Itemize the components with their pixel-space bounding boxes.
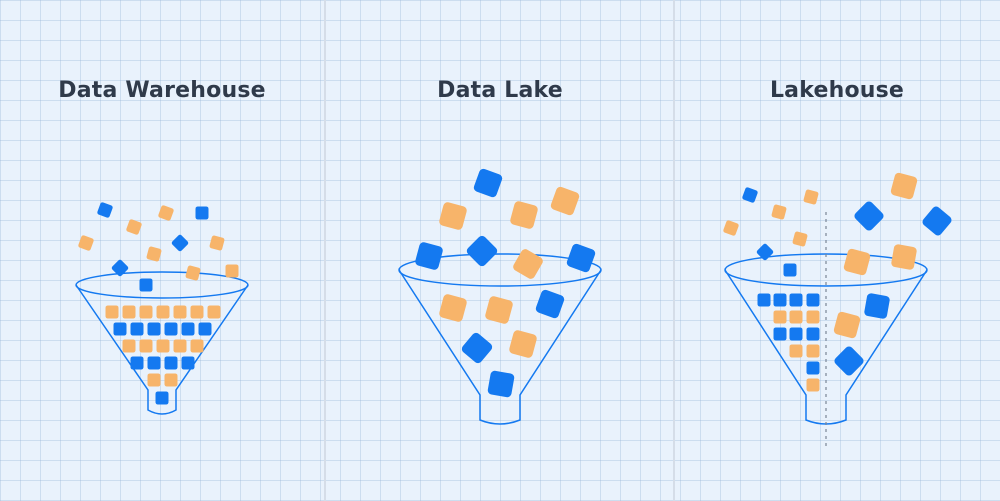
warehouse-ordered-block-0-1 — [122, 305, 136, 319]
divider-right — [673, 0, 675, 501]
lake-block-4 — [415, 242, 443, 270]
lakehouse-ordered-block-0-2 — [789, 293, 803, 307]
panel-title-data-warehouse: Data Warehouse — [58, 78, 266, 103]
warehouse-falling-block-8 — [111, 259, 129, 277]
panel-title-lakehouse: Lakehouse — [769, 78, 905, 103]
lake-block-13 — [487, 370, 515, 398]
lakehouse-large-block-3 — [843, 248, 871, 276]
lakehouse-falling-block-6 — [783, 263, 797, 277]
warehouse-falling-block-0 — [97, 202, 113, 218]
lakehouse-ordered-block-2-2 — [806, 327, 820, 341]
warehouse-ordered-block-2-0 — [122, 339, 136, 353]
warehouse-ordered-block-2-2 — [156, 339, 170, 353]
warehouse-falling-block-9 — [185, 265, 201, 281]
lake-block-9 — [485, 296, 513, 324]
warehouse-ordered-block-0-0 — [105, 305, 119, 319]
warehouse-ordered-block-2-4 — [190, 339, 204, 353]
lake-block-1 — [550, 186, 580, 216]
warehouse-ordered-block-5-0 — [155, 391, 169, 405]
warehouse-falling-block-11 — [139, 278, 153, 292]
lake-block-8 — [439, 294, 467, 322]
warehouse-ordered-block-4-0 — [147, 373, 161, 387]
warehouse-ordered-block-3-0 — [130, 356, 144, 370]
lakehouse-ordered-block-5-0 — [806, 378, 820, 392]
lakehouse-falling-block-4 — [792, 231, 808, 247]
lakehouse-large-block-6 — [833, 311, 861, 339]
warehouse-ordered-block-0-2 — [139, 305, 153, 319]
warehouse-falling-block-6 — [171, 234, 189, 252]
lakehouse-large-block-2 — [922, 206, 952, 236]
lakehouse-ordered-block-1-0 — [773, 310, 787, 324]
lakehouse-ordered-block-0-0 — [757, 293, 771, 307]
lake-block-10 — [535, 289, 565, 319]
warehouse-falling-block-1 — [126, 219, 142, 235]
panel-title-data-lake: Data Lake — [437, 78, 563, 103]
lakehouse-large-block-0 — [890, 172, 918, 200]
warehouse-falling-block-5 — [146, 246, 162, 262]
warehouse-ordered-block-3-3 — [181, 356, 195, 370]
funnel-data-lake — [398, 253, 602, 425]
lakehouse-ordered-block-2-0 — [773, 327, 787, 341]
lakehouse-falling-block-2 — [771, 204, 787, 220]
lake-block-12 — [509, 330, 537, 358]
divider-left — [324, 0, 326, 501]
warehouse-falling-block-7 — [209, 235, 225, 251]
warehouse-falling-block-10 — [225, 264, 239, 278]
lakehouse-ordered-block-0-1 — [773, 293, 787, 307]
warehouse-ordered-block-1-4 — [181, 322, 195, 336]
warehouse-ordered-block-1-0 — [113, 322, 127, 336]
lake-block-5 — [466, 235, 498, 267]
warehouse-ordered-block-2-3 — [173, 339, 187, 353]
lake-block-0 — [473, 168, 503, 198]
warehouse-falling-block-4 — [78, 235, 94, 251]
lake-block-6 — [513, 249, 543, 279]
lakehouse-large-block-4 — [891, 244, 917, 270]
lakehouse-falling-block-1 — [803, 189, 819, 205]
data-blocks — [78, 168, 952, 405]
warehouse-falling-block-3 — [195, 206, 209, 220]
lakehouse-ordered-block-1-1 — [789, 310, 803, 324]
lake-block-7 — [566, 243, 596, 273]
lake-block-3 — [510, 201, 538, 229]
lakehouse-falling-block-0 — [742, 187, 758, 203]
lakehouse-ordered-block-3-0 — [789, 344, 803, 358]
warehouse-ordered-block-1-5 — [198, 322, 212, 336]
funnel-lakehouse — [724, 212, 928, 450]
warehouse-falling-block-2 — [158, 205, 174, 221]
warehouse-ordered-block-3-2 — [164, 356, 178, 370]
warehouse-ordered-block-3-1 — [147, 356, 161, 370]
lakehouse-large-block-5 — [864, 293, 890, 319]
lakehouse-falling-block-3 — [723, 220, 739, 236]
lakehouse-ordered-block-2-1 — [789, 327, 803, 341]
lakehouse-large-block-7 — [834, 346, 864, 376]
warehouse-ordered-block-0-4 — [173, 305, 187, 319]
warehouse-ordered-block-2-1 — [139, 339, 153, 353]
lakehouse-ordered-block-0-3 — [806, 293, 820, 307]
lakehouse-ordered-block-3-1 — [806, 344, 820, 358]
warehouse-ordered-block-4-1 — [164, 373, 178, 387]
lakehouse-large-block-1 — [854, 201, 884, 231]
lake-block-2 — [439, 202, 467, 230]
lake-block-11 — [461, 332, 493, 364]
warehouse-ordered-block-0-6 — [207, 305, 221, 319]
lakehouse-falling-block-5 — [756, 243, 774, 261]
warehouse-ordered-block-0-5 — [190, 305, 204, 319]
warehouse-ordered-block-1-3 — [164, 322, 178, 336]
warehouse-ordered-block-0-3 — [156, 305, 170, 319]
lakehouse-ordered-block-1-2 — [806, 310, 820, 324]
warehouse-ordered-block-1-1 — [130, 322, 144, 336]
lakehouse-ordered-block-4-0 — [806, 361, 820, 375]
funnel-data-warehouse — [75, 271, 249, 415]
warehouse-ordered-block-1-2 — [147, 322, 161, 336]
